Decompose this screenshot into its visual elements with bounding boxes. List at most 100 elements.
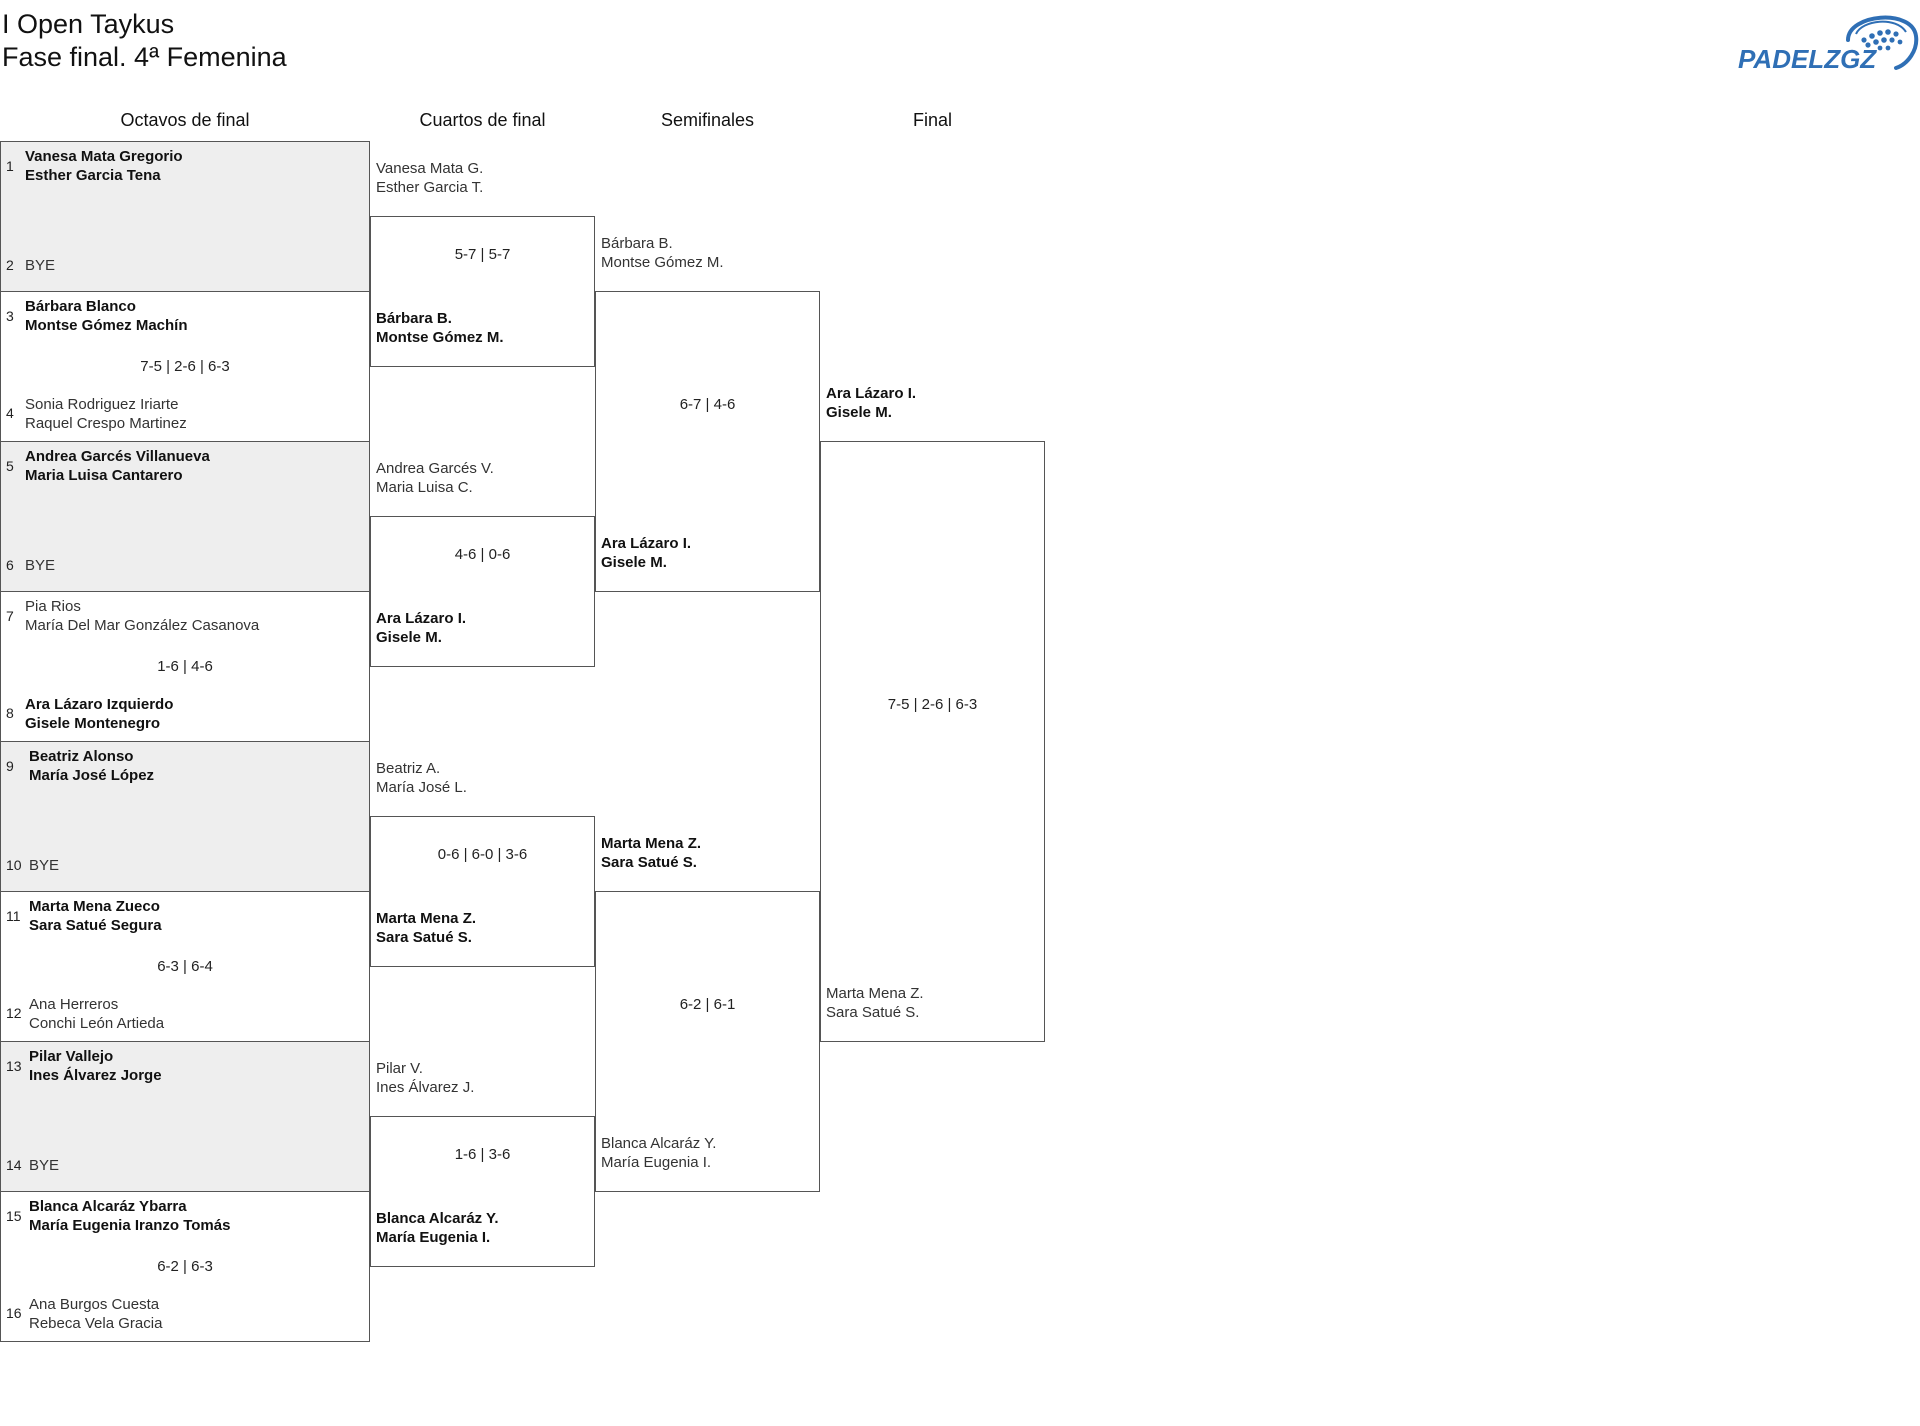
seed-number: 12	[6, 1005, 22, 1021]
qf-score: 0-6 | 6-0 | 3-6	[437, 846, 528, 863]
seed-number: 11	[6, 908, 21, 924]
player-name: Ana Burgos Cuesta	[29, 1296, 160, 1313]
player-name: Gisele M.	[826, 404, 892, 421]
player-name: Vanesa Mata G.	[376, 160, 484, 177]
player-name: Marta Mena Z.	[601, 835, 702, 852]
match-score: 7-5 | 2-6 | 6-3	[140, 358, 230, 375]
round-header-cuartos: Cuartos de final	[419, 110, 546, 130]
final-team-a: Ara Lázaro I. Gisele M.	[826, 384, 916, 422]
player-name: Sara Satué S.	[376, 929, 472, 946]
qf-team-a: Vanesa Mata G. Esther Garcia T.	[376, 159, 483, 197]
player-name: Pia Rios	[25, 598, 81, 615]
seed-number: 3	[6, 308, 14, 324]
match-score: 6-3 | 6-4	[157, 958, 213, 975]
sf-score: 6-2 | 6-1	[679, 996, 736, 1013]
player-name: Sara Satué S.	[601, 854, 697, 871]
player-name: Ara Lázaro I.	[826, 385, 917, 402]
round-header-final: Final	[912, 110, 952, 130]
player-name: Raquel Crespo Martinez	[25, 415, 187, 432]
tournament-title: I Open Taykus	[2, 9, 175, 39]
player-name: Sara Satué Segura	[29, 917, 162, 934]
player-name: Gisele Montenegro	[25, 715, 161, 732]
seed-number: 5	[6, 458, 14, 474]
player-name: Marta Mena Z.	[826, 985, 924, 1002]
seed-number: 1	[6, 158, 14, 174]
qf-team-b: Blanca Alcaráz Y.María Eugenia I.	[376, 1209, 499, 1247]
final-team-b: Marta Mena Z. Sara Satué S.	[826, 984, 924, 1022]
seed-number: 13	[6, 1058, 22, 1074]
qf-team-b: Ara Lázaro I.Gisele M.	[376, 609, 466, 647]
player-name: Marta Mena Z.	[376, 910, 477, 927]
qf-score: 1-6 | 3-6	[454, 1146, 511, 1163]
qf-team-a: Andrea Garcés V. Maria Luisa C.	[376, 459, 494, 497]
final-score: 7-5 | 2-6 | 6-3	[887, 696, 978, 713]
player-name: Sonia Rodriguez Iriarte	[25, 396, 179, 413]
round-header-semifinales: Semifinales	[660, 110, 755, 130]
bye-label: BYE	[29, 1157, 60, 1174]
seed-number: 10	[6, 857, 22, 873]
sf-team-a: Bárbara B. Montse Gómez M.	[601, 234, 724, 272]
sf-team-a: Marta Mena Z. Sara Satué S.	[601, 834, 701, 872]
player-name: Ara Lázaro I.	[376, 610, 467, 627]
player-name: Gisele M.	[601, 554, 667, 571]
player-name: María José López	[29, 767, 155, 784]
qf-match-box	[370, 1116, 595, 1267]
sf-team-b: Ara Lázaro I.Gisele M.	[601, 534, 691, 572]
player-name: Sara Satué S.	[826, 1004, 920, 1021]
qf-team-b: Bárbara B.Montse Gómez M.	[376, 309, 504, 347]
seed-number: 9	[6, 758, 14, 774]
player-name: Pilar V.	[376, 1060, 423, 1077]
player-name: Montse Gómez Machín	[25, 317, 188, 334]
player-name: Rebeca Vela Gracia	[29, 1315, 163, 1332]
seed-number: 14	[6, 1157, 22, 1173]
player-name: Blanca Alcaráz Y.	[601, 1135, 717, 1152]
qf-team-b: Marta Mena Z. Sara Satué S.	[376, 909, 476, 947]
player-name: Beatriz Alonso	[29, 748, 134, 765]
player-name: María Eugenia Iranzo Tomás	[29, 1217, 231, 1234]
sf-match-box	[595, 291, 820, 592]
qf-match-box	[370, 816, 595, 967]
player-name: Montse Gómez M.	[376, 329, 504, 346]
player-name: Vanesa Mata Gregorio	[25, 148, 183, 165]
player-name: María Eugenia I.	[601, 1154, 712, 1171]
final-match-box	[820, 441, 1045, 1042]
player-name: Montse Gómez M.	[601, 254, 724, 271]
player-name: Blanca Alcaráz Y.	[376, 1210, 499, 1227]
player-name: Marta Mena Zueco	[29, 898, 160, 915]
bye-label: BYE	[25, 557, 56, 574]
player-name: Maria Luisa C.	[376, 479, 473, 496]
seed-number: 4	[6, 405, 14, 421]
player-name: Pilar Vallejo	[29, 1048, 114, 1065]
logo-text: PADELZGZ	[1738, 44, 1877, 74]
player-name: Esther Garcia T.	[376, 179, 484, 196]
player-name: Maria Luisa Cantarero	[25, 467, 183, 484]
player-name: Ines Álvarez J.	[376, 1079, 475, 1096]
sf-match-box	[595, 891, 820, 1192]
qf-match-box	[370, 216, 595, 367]
qf-team-a: Pilar V. Ines Álvarez J.	[376, 1059, 474, 1097]
player-name: María Del Mar González Casanova	[25, 617, 260, 634]
qf-team-a: Beatriz A.María José L.	[376, 759, 467, 797]
sf-team-b: Blanca Alcaráz Y. María Eugenia I.	[601, 1134, 716, 1172]
player-name: Bárbara B.	[601, 235, 673, 252]
bye-label: BYE	[29, 857, 60, 874]
player-name: Andrea Garcés V.	[376, 460, 494, 477]
seed-number: 15	[6, 1208, 22, 1224]
bye-label: BYE	[25, 257, 56, 274]
match-score: 6-2 | 6-3	[157, 1258, 213, 1275]
